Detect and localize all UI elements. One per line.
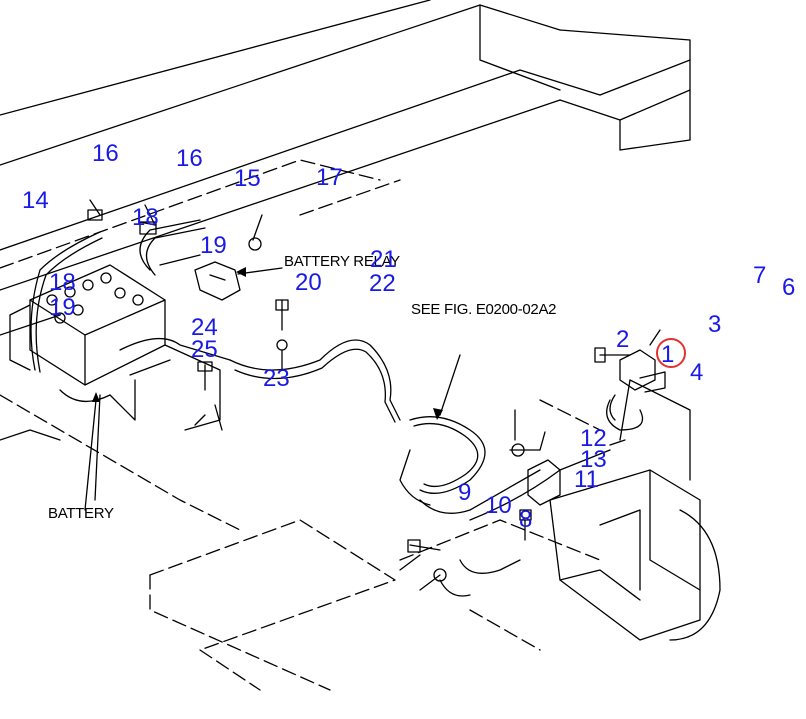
see-figure-label: SEE FIG. E0200-02A2 <box>411 301 557 318</box>
callout-3[interactable]: 3 <box>708 311 722 338</box>
callout-23[interactable]: 23 <box>263 365 290 392</box>
leader-line <box>84 221 461 511</box>
callout-19[interactable]: 19 <box>49 294 76 321</box>
battery-relay <box>194 261 283 301</box>
battery-cable <box>30 219 401 423</box>
frame-hidden-line <box>0 159 601 691</box>
callout-10[interactable]: 10 <box>485 492 512 519</box>
callout-16[interactable]: 16 <box>176 145 203 172</box>
callout-14[interactable]: 14 <box>22 187 49 214</box>
callout-8[interactable]: 8 <box>519 506 533 533</box>
leader-arrowhead <box>236 267 246 277</box>
callout-18[interactable]: 18 <box>49 269 76 296</box>
callout-12[interactable]: 12 <box>580 425 607 452</box>
callout-20[interactable]: 20 <box>295 269 322 296</box>
battery-relay-label: BATTERY RELAY <box>284 253 400 270</box>
battery-label: BATTERY <box>48 505 114 522</box>
callout-18[interactable]: 18 <box>132 204 159 231</box>
leader-arrowhead <box>92 392 100 402</box>
callout-15[interactable]: 15 <box>234 165 261 192</box>
callout-25[interactable]: 25 <box>191 336 218 363</box>
callout-7[interactable]: 7 <box>753 262 767 289</box>
highlight-circle <box>656 338 686 368</box>
frame-rail <box>0 0 691 441</box>
battery-box <box>9 264 221 431</box>
wiring-harness <box>399 399 644 597</box>
mounting-bracket <box>609 329 666 421</box>
callout-13[interactable]: 13 <box>580 446 607 473</box>
bolt-group <box>87 199 631 591</box>
callout-2[interactable]: 2 <box>616 326 630 353</box>
callout-9[interactable]: 9 <box>458 479 472 506</box>
callout-21[interactable]: 21 <box>370 246 397 273</box>
callout-17[interactable]: 17 <box>316 164 343 191</box>
callout-6[interactable]: 6 <box>782 274 796 301</box>
axle-housing <box>549 379 721 641</box>
callout-19[interactable]: 19 <box>200 232 227 259</box>
callout-11[interactable]: 11 <box>574 466 599 493</box>
callout-22[interactable]: 22 <box>369 270 396 297</box>
callout-4[interactable]: 4 <box>690 359 704 386</box>
leader-arrowhead <box>433 408 443 420</box>
callout-16[interactable]: 16 <box>92 140 119 167</box>
connector-block <box>527 431 561 506</box>
callout-24[interactable]: 24 <box>191 314 218 341</box>
